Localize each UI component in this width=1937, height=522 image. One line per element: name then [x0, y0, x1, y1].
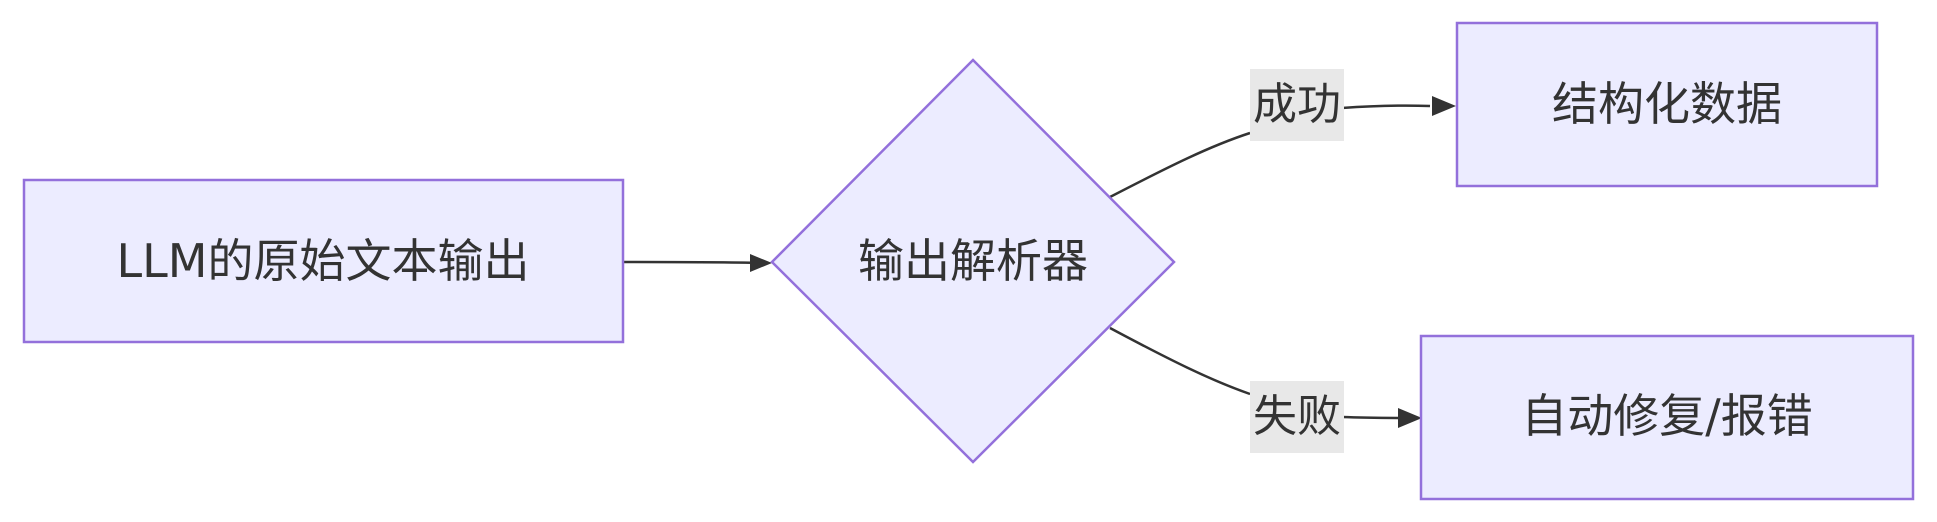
node-input: LLM的原始文本输出 [22, 178, 625, 344]
edge-parser-to-repair [1109, 326, 1422, 428]
node-parser: 输出解析器 [770, 58, 1176, 464]
edge-label-failure-text: 失败 [1253, 391, 1341, 442]
edge-parser-to-structured [1109, 96, 1456, 199]
arrow-head [1432, 96, 1456, 116]
arrow-head [750, 254, 772, 272]
node-structured: 结构化数据 [1455, 21, 1879, 188]
arrow-head [1398, 408, 1422, 428]
node-repair-label: 自动修复/报错 [1521, 389, 1813, 443]
node-parser-label: 输出解析器 [858, 234, 1088, 288]
node-structured-label: 结构化数据 [1552, 77, 1782, 131]
node-input-label: LLM的原始文本输出 [117, 234, 530, 288]
edge-input-to-parser [622, 254, 772, 272]
edge-label-success: 成功 [1250, 69, 1344, 141]
edge-label-failure: 失败 [1250, 381, 1344, 453]
edge-label-success-text: 成功 [1253, 79, 1341, 130]
node-repair: 自动修复/报错 [1419, 334, 1915, 501]
